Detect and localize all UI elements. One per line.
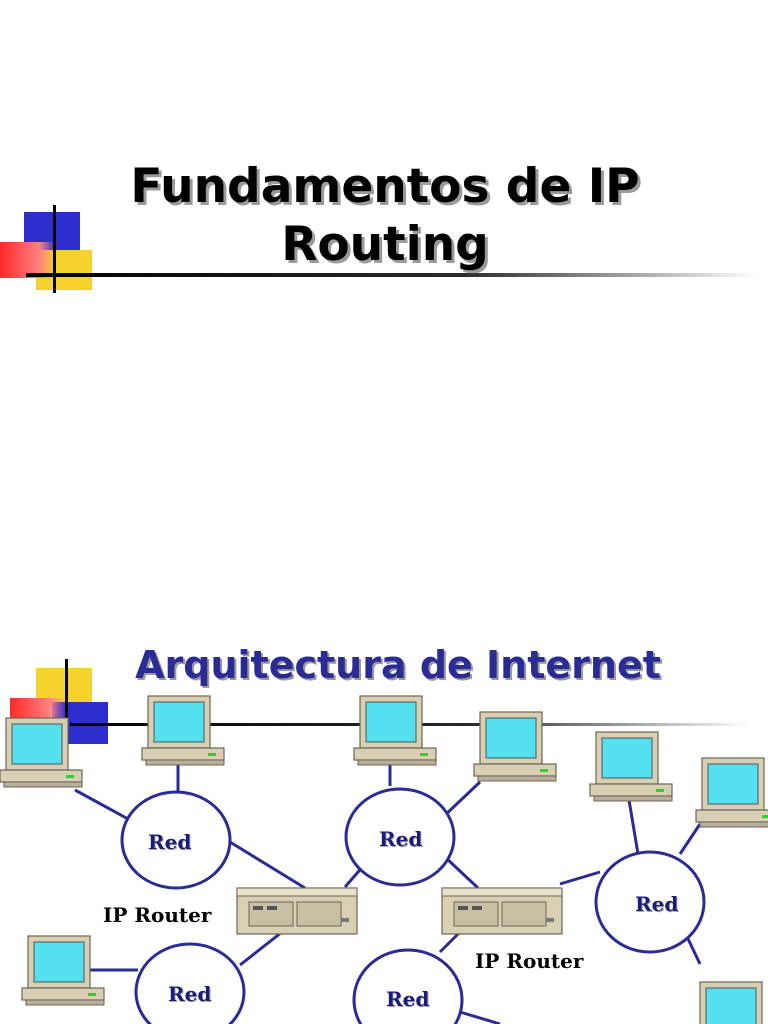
slide-1: Fundamentos de IP Routing bbox=[0, 159, 756, 293]
deco-red-square bbox=[0, 242, 56, 278]
network-links bbox=[74, 762, 702, 1024]
slide-title: Arquitectura de Internet bbox=[135, 643, 661, 687]
network-label: Red bbox=[386, 987, 430, 1011]
slide-2: Arquitectura de Internet bbox=[0, 512, 768, 1024]
title-underline bbox=[26, 273, 756, 277]
network-diagram: Red Red Red Red Red IP Router IP Router bbox=[0, 682, 768, 1024]
network-label: Red bbox=[379, 827, 423, 851]
router-label: IP Router bbox=[475, 949, 584, 973]
computer-icon bbox=[0, 717, 83, 788]
deco-vertical-line bbox=[53, 205, 56, 293]
slide-title: Fundamentos de IP Routing bbox=[130, 159, 640, 272]
network-circles bbox=[120, 787, 706, 1024]
computer-icon bbox=[141, 695, 225, 766]
computer-icon bbox=[589, 731, 673, 802]
computer-icon bbox=[695, 757, 768, 828]
router-icon bbox=[441, 887, 563, 935]
router-icon bbox=[236, 887, 358, 935]
network-label: Red bbox=[635, 892, 679, 916]
network-label: Red bbox=[148, 830, 192, 854]
deco-vertical-line bbox=[65, 659, 68, 739]
network-label: Red bbox=[168, 982, 212, 1006]
computer-icon bbox=[353, 695, 437, 766]
network-diagram-svg bbox=[0, 695, 768, 1024]
router-label: IP Router bbox=[103, 903, 212, 927]
computer-icon bbox=[693, 981, 768, 1024]
computer-icon bbox=[473, 711, 557, 782]
